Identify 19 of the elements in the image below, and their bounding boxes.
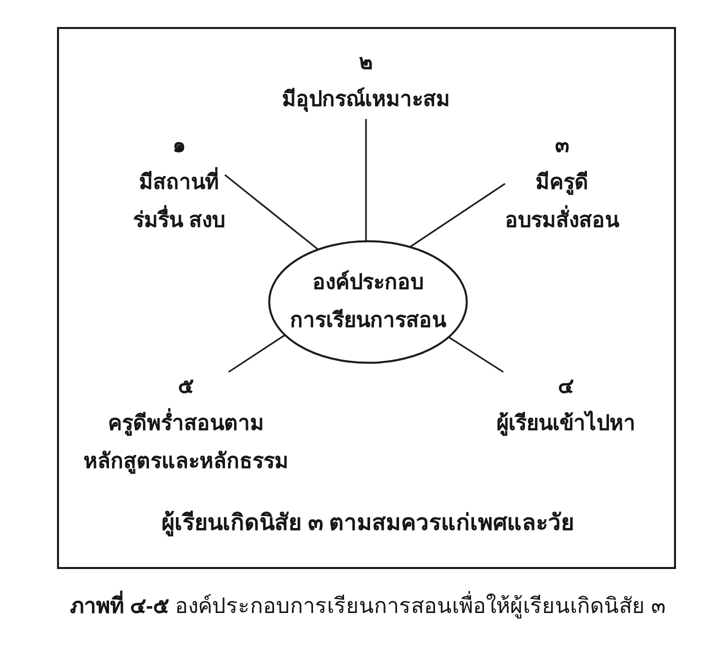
- concept-ellipse: องค์ประกอบการเรียนการสอน: [268, 240, 468, 364]
- item-number: ๓: [555, 133, 569, 159]
- diagram-frame: [57, 27, 676, 569]
- outcome-text: ผู้เรียนเกิดนิสัย ๓ ตามสมควรแก่เพศและวัย: [162, 509, 574, 538]
- connector-line: [410, 183, 506, 248]
- figure-caption: ภาพที่ ๔-๕ องค์ประกอบการเรียนการสอนเพื่อให้ผู้เรียนเกิดนิสัย ๓: [70, 591, 666, 621]
- connector-line: [448, 336, 504, 373]
- item-label: มีครูดีอบรมสั่งสอน: [505, 170, 619, 234]
- connector-line: [228, 334, 286, 373]
- item-label: ผู้เรียนเข้าไปหา: [496, 410, 636, 438]
- item-number: ๒: [359, 50, 373, 76]
- item-label: มีสถานที่ร่มรื่น สงบ: [133, 164, 225, 240]
- item-label: มีอุปกรณ์เหมาะสม: [282, 86, 450, 114]
- connector-line: [365, 119, 367, 241]
- connector-line: [224, 174, 318, 250]
- item-number: ๔: [558, 374, 574, 400]
- item-number: ๕: [178, 374, 194, 400]
- item-number: ๑: [172, 133, 186, 159]
- item-label: ครูดีพร่ำสอนตามหลักสูตรและหลักธรรม: [84, 405, 288, 481]
